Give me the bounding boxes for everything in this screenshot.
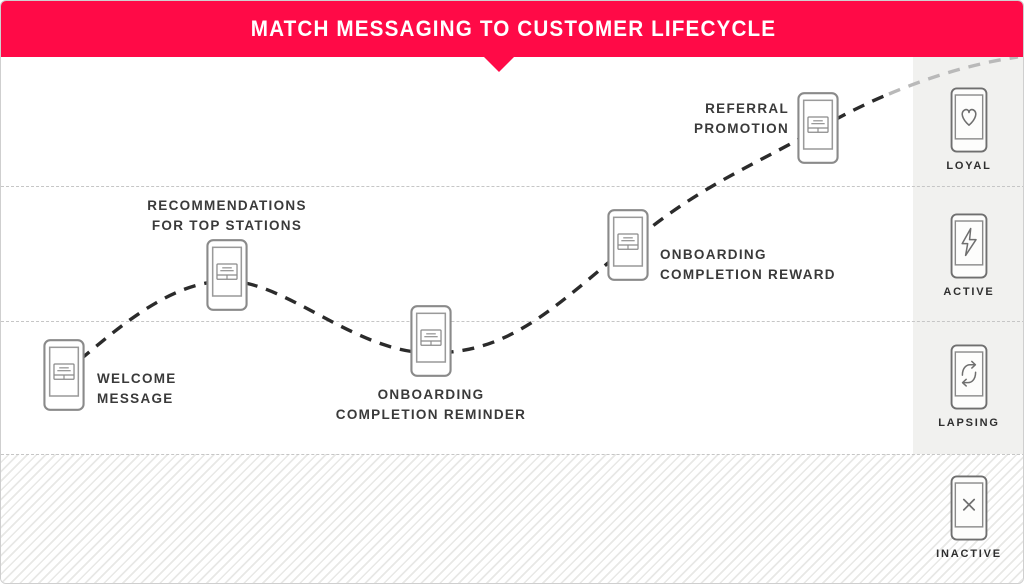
label-line: COMPLETION REMINDER	[335, 407, 527, 422]
touchpoint-phone-referral-promotion	[797, 91, 839, 165]
label-recommendations: RECOMMENDATIONS FOR TOP STATIONS	[107, 196, 347, 236]
touchpoint-phone-recommendations	[206, 238, 248, 312]
inactive-hatched-band	[1, 454, 1023, 583]
label-line: WELCOME	[97, 371, 177, 386]
stage-label-lapsing: LAPSING	[938, 417, 1000, 429]
stage-phone-lapsing	[950, 344, 988, 410]
label-completion-reward: ONBOARDING COMPLETION REWARD	[660, 245, 836, 285]
banner-pointer-triangle	[484, 57, 514, 72]
touchpoint-phone-completion-reminder	[410, 304, 452, 378]
label-line: RECOMMENDATIONS	[147, 198, 307, 213]
label-line: FOR TOP STATIONS	[151, 218, 303, 233]
header-banner: MATCH MESSAGING TO CUSTOMER LIFECYCLE	[1, 1, 1023, 57]
row-divider-active-lapsing	[1, 321, 1023, 322]
stage-label-inactive: INACTIVE	[936, 548, 1002, 560]
label-line: COMPLETION REWARD	[660, 267, 836, 282]
curve-faded-segment	[888, 55, 1019, 96]
page-title: MATCH MESSAGING TO CUSTOMER LIFECYCLE	[250, 16, 776, 41]
stage-phone-inactive	[950, 475, 988, 541]
label-referral-promotion: REFERRAL PROMOTION	[619, 99, 789, 139]
label-line: ONBOARDING	[377, 387, 485, 402]
label-line: MESSAGE	[97, 391, 174, 406]
x-icon	[952, 476, 987, 539]
heart-icon	[952, 88, 987, 151]
stage-label-active: ACTIVE	[943, 286, 995, 298]
bolt-icon	[952, 214, 987, 277]
stage-phone-active	[950, 213, 988, 279]
label-welcome-message: WELCOME MESSAGE	[97, 369, 177, 409]
label-line: REFERRAL	[705, 101, 789, 116]
label-line: PROMOTION	[694, 121, 789, 136]
label-completion-reminder: ONBOARDING COMPLETION REMINDER	[311, 385, 551, 425]
touchpoint-phone-completion-reward	[607, 208, 649, 282]
row-divider-loyal-active	[1, 186, 1023, 187]
row-divider-lapsing-inactive	[1, 454, 1023, 455]
label-line: ONBOARDING	[660, 247, 767, 262]
touchpoint-phone-welcome-message	[43, 338, 85, 412]
stage-phone-loyal	[950, 87, 988, 153]
stage-label-loyal: LOYAL	[946, 160, 992, 172]
repeat-icon	[952, 345, 987, 408]
